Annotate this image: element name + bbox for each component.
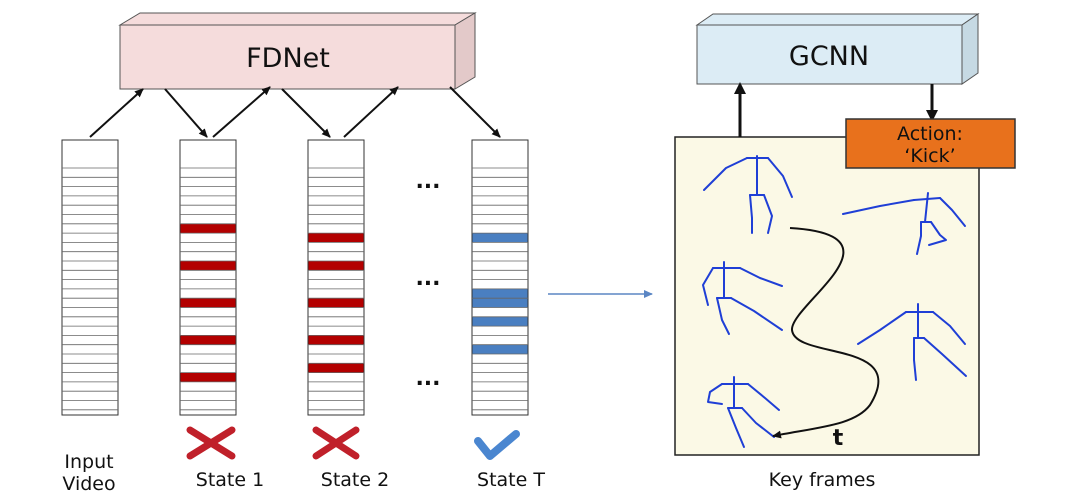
highlighted-frame: [472, 344, 528, 354]
fdnet-label: FDNet: [246, 43, 330, 74]
skeleton-figure: [703, 155, 793, 234]
ellipsis-middle: ...: [415, 266, 440, 291]
caption-state-1: State 1: [196, 469, 264, 491]
cross-icon: [186, 426, 236, 460]
highlighted-frame: [308, 363, 364, 373]
highlighted-frame: [308, 298, 364, 308]
skeleton-figure: [857, 303, 967, 381]
frame-sequence: [471, 139, 529, 416]
caption-state-2: State 2: [321, 469, 389, 491]
highlighted-frame: [180, 261, 236, 271]
skeleton-figure: [842, 192, 966, 255]
frame-sequence: [61, 139, 119, 416]
caption-input-video-line2: Video: [62, 473, 115, 495]
highlighted-frame: [308, 233, 364, 243]
action-value: ‘Kick’: [904, 145, 955, 167]
gcnn-label: GCNN: [789, 41, 869, 72]
keyframes-panel: [674, 136, 980, 456]
skeleton-figure: [702, 261, 783, 335]
highlighted-frame: [308, 335, 364, 345]
caption-input-video-line1: Input: [64, 451, 113, 473]
action-label: Action:: [897, 123, 963, 145]
check-icon: [474, 430, 520, 460]
keyframes-caption: Key frames: [769, 469, 876, 491]
skeleton-keyframes: [702, 155, 967, 448]
highlighted-frame: [472, 233, 528, 243]
cross-icon: [312, 426, 360, 460]
skeleton-figure: [707, 376, 780, 448]
time-curve: [772, 227, 880, 439]
gcnn-module: GCNN: [695, 13, 980, 85]
caption-state-t: State T: [477, 469, 545, 491]
action-box: Action: ‘Kick’: [845, 118, 1016, 169]
fdnet-module: FDNet: [118, 12, 477, 90]
highlighted-frame: [180, 298, 236, 308]
highlighted-frame: [308, 261, 364, 271]
ellipsis-bottom: ...: [415, 366, 440, 391]
highlighted-frame: [472, 288, 528, 299]
highlighted-frame: [472, 298, 528, 308]
highlighted-frame: [180, 335, 236, 345]
highlighted-frame: [180, 223, 236, 234]
highlighted-frame: [180, 372, 236, 382]
sequence-captions: Input Video State 1 State 2 State T: [62, 451, 545, 495]
highlighted-frame: [472, 316, 528, 327]
time-label: t: [833, 426, 844, 451]
fdnet-arrows: [89, 86, 501, 138]
frame-sequences: [61, 139, 529, 416]
frame-sequence: [307, 139, 365, 416]
frame-sequence: [179, 139, 237, 416]
ellipsis-top: ...: [415, 169, 440, 194]
